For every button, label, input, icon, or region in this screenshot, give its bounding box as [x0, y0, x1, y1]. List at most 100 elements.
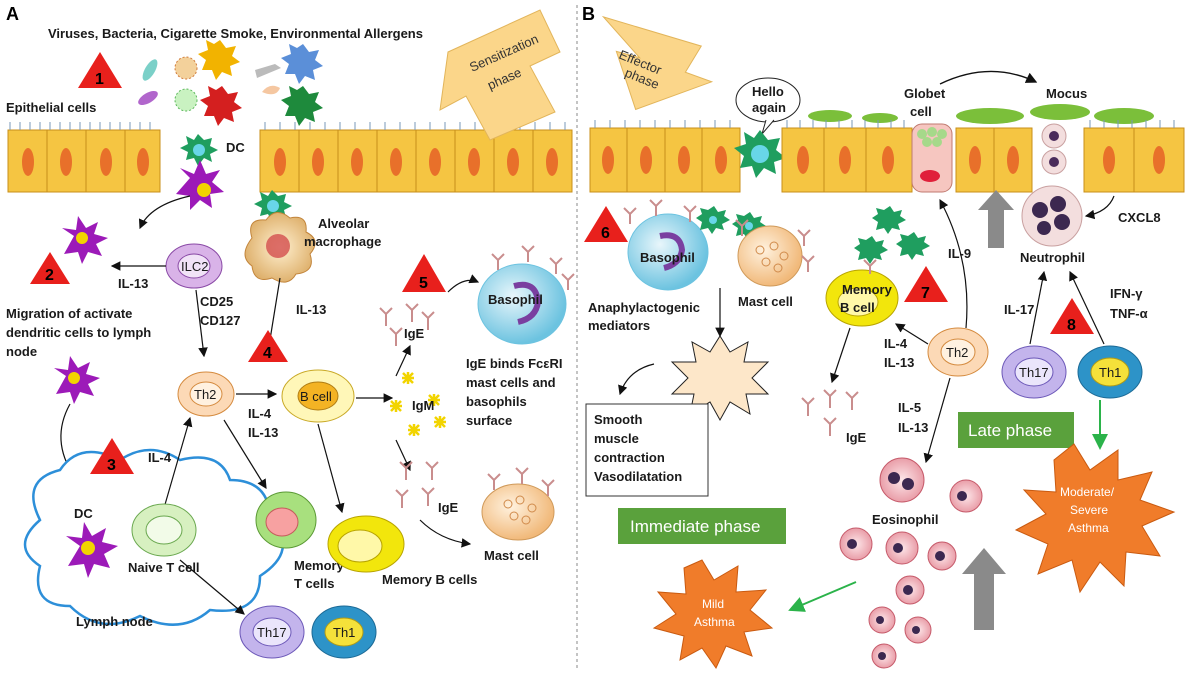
step-7-marker: 7 [904, 266, 948, 302]
sensitization-phase-arrow: Sensitization phase [439, 9, 561, 141]
ilc2-cell: ILC2 [165, 243, 223, 289]
arrow-ilc2-to-th2 [195, 289, 208, 358]
il4-a-label: IL-4 [248, 406, 272, 421]
svg-text:B cell: B cell [300, 389, 332, 404]
arrow-dc-to-ilc2 [138, 195, 191, 230]
arrow-th2-to-goblet [939, 198, 968, 329]
effector-phase-arrow: Effector phase [601, 15, 714, 111]
il5-label: IL-5 [898, 400, 921, 415]
svg-text:ILC2: ILC2 [181, 259, 208, 274]
step-4-marker: 4 [248, 330, 288, 362]
migration-line3: node [6, 344, 37, 359]
svg-text:8: 8 [1067, 317, 1076, 334]
il9-label: IL-9 [948, 246, 971, 261]
svg-text:Immediate phase: Immediate phase [630, 517, 760, 536]
step-3-marker: 3 [90, 438, 134, 474]
epithelium-a-left [7, 122, 161, 193]
dendritic-cell-activated-icon [62, 216, 108, 264]
ige-binds-line1: IgE binds FcεRI [466, 356, 562, 371]
arrow-naive-to-th17 [179, 559, 245, 615]
svg-text:Th1: Th1 [1099, 365, 1121, 380]
arrow-to-mast-cell-a [419, 519, 472, 548]
basophil-cell-b: Basophil [623, 199, 766, 291]
epithelial-cells-label: Epithelial cells [6, 100, 96, 115]
basophil-cell-a: Basophil [477, 245, 575, 345]
alveolar-label-2: macrophage [304, 234, 381, 249]
arrow-th1-to-neutrophil [1069, 270, 1105, 345]
panel-label-b: B [582, 4, 595, 24]
immediate-phase-box: Immediate phase [618, 508, 786, 544]
severe-asthma-star: Moderate/ Severe Asthma [1014, 443, 1176, 594]
naive-t-cell [131, 503, 197, 557]
pathogens-icon [138, 40, 323, 126]
naive-t-cell-label: Naive T cell [128, 560, 200, 575]
memory-b-label: Memory B cells [382, 572, 477, 587]
b-cell-a: B cell [281, 369, 355, 423]
igm-label: IgM [412, 398, 434, 413]
mild-asthma-star: Mild Asthma [652, 559, 774, 670]
arrow-to-mild [788, 581, 857, 612]
dc-top-label: DC [226, 140, 245, 155]
arrow-th2-to-memoryb [894, 323, 929, 345]
svg-text:7: 7 [921, 285, 930, 302]
mocus-label: Mocus [1046, 86, 1087, 101]
hello-again-bubble: Hello again [735, 77, 801, 135]
epithelium-b-left [589, 120, 741, 193]
memory-b-cell [327, 515, 405, 573]
anaph-line1: Anaphylactogenic [588, 300, 700, 315]
svg-text:Asthma: Asthma [1068, 521, 1109, 535]
epithelium-b-right [955, 104, 1185, 193]
il13-left-label: IL-13 [118, 276, 148, 291]
mediators-burst-icon [670, 335, 770, 422]
dendritic-cell-lymph-icon [66, 522, 118, 578]
goblet-cell [911, 123, 953, 193]
memory-t-cell [255, 491, 317, 549]
svg-text:Th2: Th2 [946, 345, 968, 360]
late-phase-box: Late phase [958, 412, 1074, 448]
tnf-label: TNF-α [1110, 306, 1148, 321]
svg-text:Th17: Th17 [257, 625, 287, 640]
ige-bottom-label: IgE [438, 500, 459, 515]
svg-text:Severe: Severe [1070, 503, 1108, 517]
svg-text:1: 1 [95, 71, 104, 88]
svg-text:5: 5 [419, 275, 428, 292]
arrow-bcell-to-memory [317, 423, 345, 514]
ige-antibodies-bottom-icon [395, 461, 439, 508]
arrow-globet-to-mocus [939, 70, 1038, 85]
il13-a-label: IL-13 [248, 425, 278, 440]
arrow-th2-to-memory-t [223, 419, 267, 490]
globet-label-1: Globet [904, 86, 946, 101]
epithelium-a-right [259, 122, 573, 193]
arrow-th2-to-eosinophil [923, 377, 951, 464]
th1-cell-b: Th1 [1077, 345, 1143, 399]
grey-arrow-upper [978, 190, 1014, 248]
step-2-marker: 2 [30, 252, 70, 284]
memory-t-line2: T cells [294, 576, 334, 591]
dendritic-cell-top-icon [176, 134, 224, 210]
svg-text:Moderate/: Moderate/ [1060, 485, 1115, 499]
ige-b-label: IgE [846, 430, 867, 445]
triggers-label: Viruses, Bacteria, Cigarette Smoke, Envi… [48, 26, 423, 41]
arrow-to-basophil-a [447, 274, 480, 293]
svg-text:4: 4 [263, 345, 272, 362]
th17-cell-a: Th17 [239, 605, 305, 659]
svg-text:again: again [752, 100, 786, 115]
il4-left-label: IL-4 [148, 450, 172, 465]
arrow-to-ige-top [395, 344, 411, 377]
cd127-label: CD127 [200, 313, 240, 328]
svg-text:Th17: Th17 [1019, 365, 1049, 380]
ige-b-antibodies-icon [801, 389, 859, 436]
svg-text:Vasodilatation: Vasodilatation [594, 469, 682, 484]
step-1-marker: 1 [78, 52, 122, 88]
arrow-th17-to-neutrophil [1029, 270, 1048, 345]
effects-box: Smooth muscle contraction Vasodilatation [585, 403, 709, 497]
svg-text:Late phase: Late phase [968, 421, 1052, 440]
il13-b-label: IL-13 [884, 355, 914, 370]
lymph-node-label: Lymph node [76, 614, 153, 629]
il13-macrophage-label: IL-13 [296, 302, 326, 317]
svg-text:Mild: Mild [702, 597, 724, 611]
svg-text:2: 2 [45, 267, 54, 284]
dendritic-cell-b-icon [734, 130, 786, 178]
